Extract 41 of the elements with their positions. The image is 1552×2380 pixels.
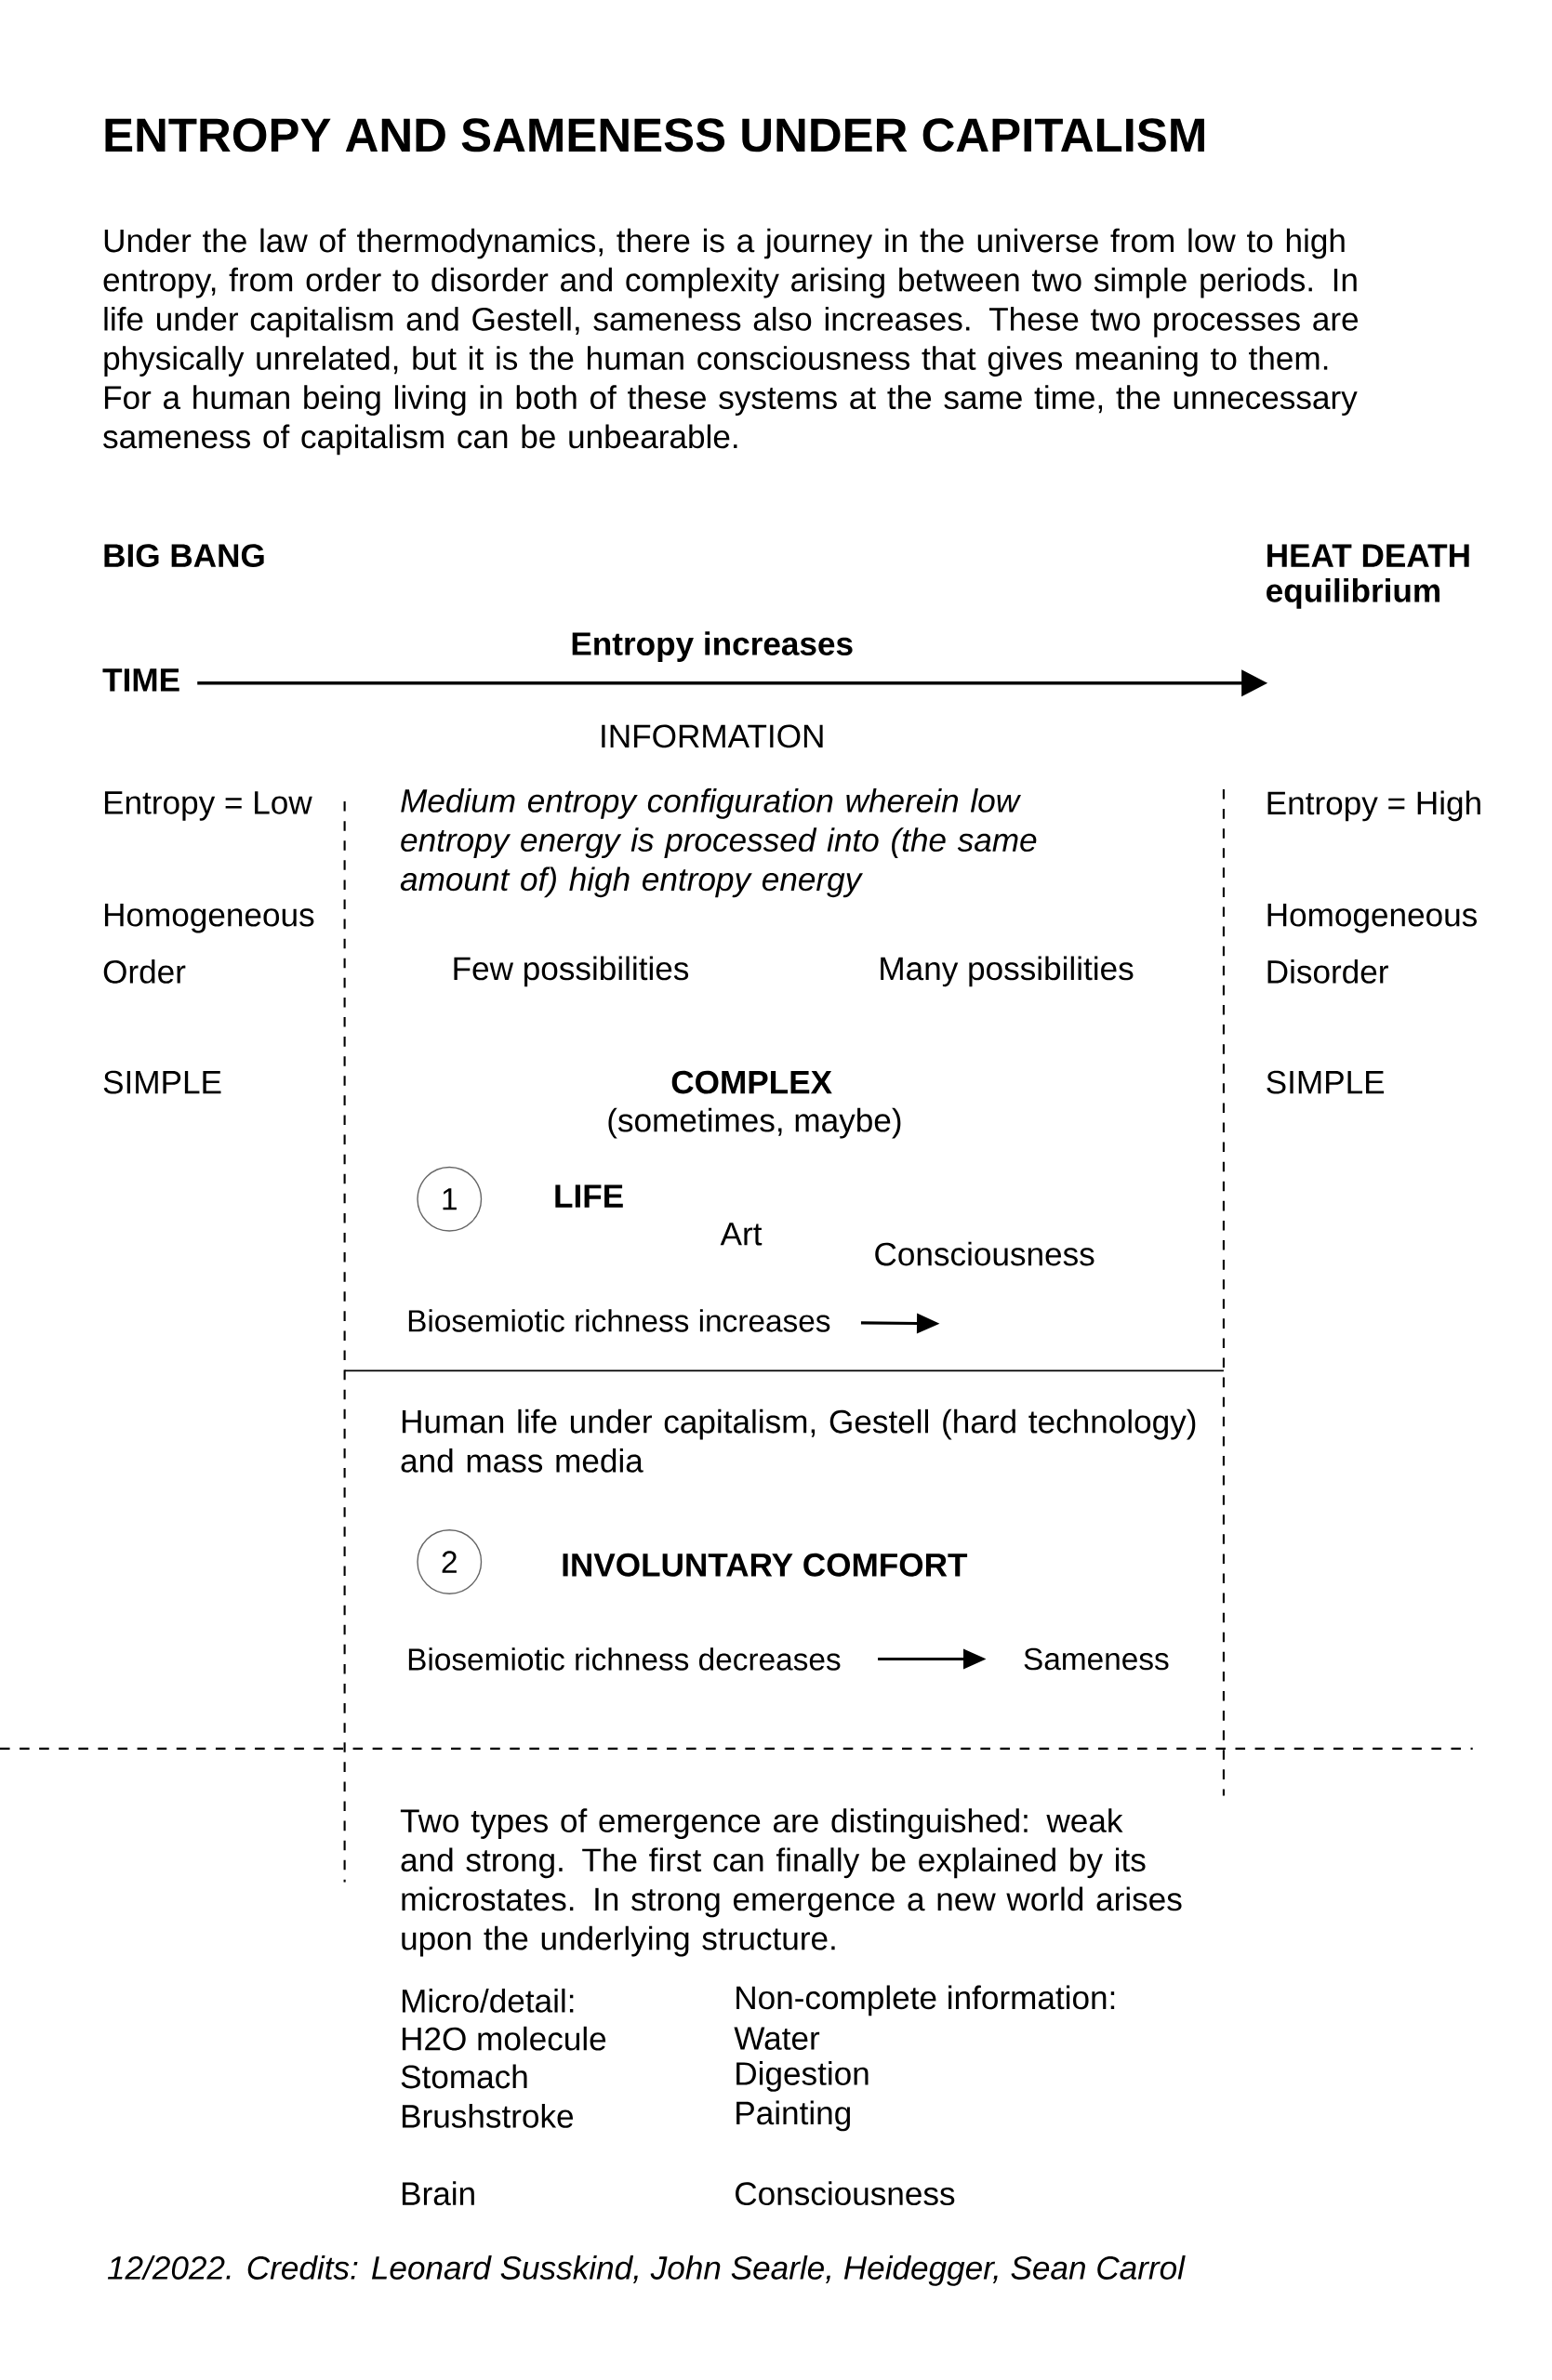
text-label: HEAT DEATH (1267, 544, 1469, 567)
text-label: Consciousness (875, 1241, 1094, 1266)
text-label: H2O molecule (403, 2026, 606, 2051)
text-label: SIMPLE (1267, 1070, 1385, 1094)
text-label: Entropy increases (572, 631, 853, 662)
text-label: Entropy = Low (105, 791, 312, 821)
paragraph: Human life under capitalism, Gestell (hard technology) and mass media (401, 1408, 1196, 1473)
caption: 12/2022. Credits: Leonard Susskind, John Searle, Heidegger, Sean Carrol (108, 2255, 1186, 2286)
text-label: (sometimes, maybe) (608, 1107, 901, 1139)
text-label: Order (104, 959, 186, 984)
text-label: Sameness (1024, 1647, 1169, 1671)
title: ENTROPY AND SAMENESS UNDER CAPITALISM (105, 118, 1205, 152)
paragraph: Two types of emergence are distinguished: weak and strong. The first can finally be explained by its microstates. In strong emergence a new world arises upon the underlying structure. (401, 1808, 1182, 1957)
text-label: Art (720, 1223, 763, 1246)
text-label: Non-complete information: (736, 1985, 1115, 2016)
text-label: Water (734, 2027, 820, 2050)
text-label: COMPLEX (671, 1070, 832, 1094)
text-label: Homogeneous (105, 904, 314, 933)
text-label: Biosemiotic richness decreases (409, 1647, 841, 1671)
text-label: SIMPLE (103, 1070, 221, 1094)
text-label: Digestion (736, 2061, 869, 2092)
text-label: INFORMATION (602, 724, 823, 748)
text-label: equilibrium (1267, 578, 1440, 609)
paragraph: Medium entropy configuration wherein low entropy energy is processed into (the same amount of) high entropy energy (401, 788, 1037, 898)
text-label: Many possibilities (881, 956, 1134, 987)
text-label: TIME (102, 668, 179, 692)
text-label: Micro/detail: (403, 1988, 574, 2013)
text-label: Consciousness (736, 2181, 955, 2206)
text-label: Few possibilities (454, 956, 689, 987)
text-label: Entropy = High (1267, 790, 1481, 822)
text-label: Homogeneous (1267, 904, 1478, 933)
text-label: Disorder (1267, 959, 1389, 984)
text-label: Stomach (401, 2064, 527, 2089)
text-label: Brushstroke (403, 2104, 574, 2128)
text-label: Biosemiotic richness increases (409, 1309, 830, 1332)
paragraph: Under the law of thermodynamics, there is a journey in the universe from low to high entropy, from order to disorder and complexity arising between two simple periods. In life under capitalism and Gestell, sameness also increases. These two processes are physically unrelated, but it is the human consciousness that gives meaning to them. For a human being living in both of these systems at the same time, the unnecessary sameness of capitalism can be unbearable. (103, 228, 1359, 456)
text-label: BIG BANG (104, 544, 264, 567)
text-label: LIFE (555, 1184, 624, 1208)
text-label: Painting (736, 2100, 851, 2132)
text-label: Brain (403, 2181, 475, 2206)
text-label: INVOLUNTARY COMFORT (563, 1553, 968, 1577)
